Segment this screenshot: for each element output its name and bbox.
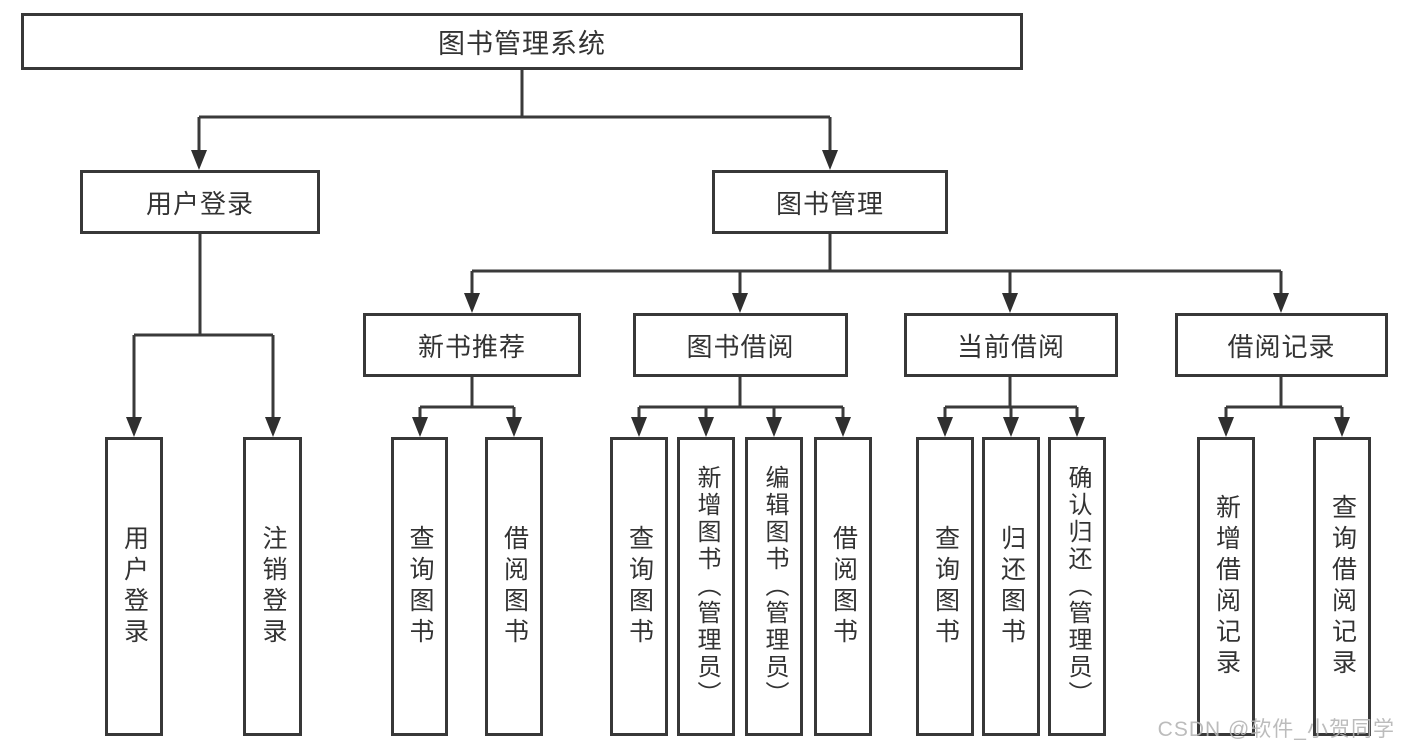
arrowhead: [464, 293, 480, 313]
leaf-add-book-admin: 新增图书（管理员）: [677, 437, 735, 736]
leaf-return-book: 归还图书: [982, 437, 1040, 736]
csdn-watermark: CSDN @软件_小贺同学: [1157, 718, 1395, 741]
arrowhead: [1069, 417, 1085, 437]
leaf-confirm-return-admin: 确认归还（管理员）: [1048, 437, 1106, 736]
leaf-query-books-borrow: 查询图书: [610, 437, 668, 736]
node-book-borrowing: 图书借阅: [633, 313, 848, 377]
node-user-login: 用户登录: [80, 170, 320, 234]
edge-root-to-level2: [197, 69, 832, 152]
arrowhead: [412, 417, 428, 437]
leaf-logout: 注销登录: [243, 437, 302, 736]
leaf-edit-book-admin: 编辑图书（管理员）: [745, 437, 803, 736]
arrowhead: [631, 417, 647, 437]
arrowhead: [822, 150, 838, 170]
leaf-borrow-books: 借阅图书: [814, 437, 872, 736]
leaf-user-login: 用户登录: [105, 437, 163, 736]
edge-newbook-split: [418, 377, 516, 419]
arrowhead: [1002, 293, 1018, 313]
arrowhead: [126, 417, 142, 437]
leaf-query-borrow-record: 查询借阅记录: [1313, 437, 1371, 736]
node-current-borrowing: 当前借阅: [904, 313, 1118, 377]
arrowhead: [835, 417, 851, 437]
arrowhead: [191, 150, 207, 170]
arrowhead: [1218, 417, 1234, 437]
arrowhead: [732, 293, 748, 313]
edge-current-split: [943, 377, 1079, 419]
node-new-book-recommendation: 新书推荐: [363, 313, 581, 377]
leaf-query-books-current: 查询图书: [916, 437, 974, 736]
node-library-management-system: 图书管理系统: [21, 13, 1023, 70]
leaf-borrow-books-recommend: 借阅图书: [485, 437, 543, 736]
node-borrowing-records: 借阅记录: [1175, 313, 1388, 377]
arrowhead: [506, 417, 522, 437]
arrowhead: [698, 417, 714, 437]
edge-records-split: [1224, 377, 1344, 419]
edge-user-login-split: [132, 234, 275, 419]
node-book-management: 图书管理: [712, 170, 948, 234]
arrowhead: [937, 417, 953, 437]
arrowhead: [1003, 417, 1019, 437]
edge-book-mgmt-split: [470, 234, 1283, 295]
arrowhead: [1334, 417, 1350, 437]
arrowhead: [265, 417, 281, 437]
arrowhead: [766, 417, 782, 437]
edge-borrow-split: [637, 377, 845, 419]
arrowhead: [1273, 293, 1289, 313]
leaf-query-books-recommend: 查询图书: [391, 437, 448, 736]
leaf-add-borrow-record: 新增借阅记录: [1197, 437, 1255, 736]
